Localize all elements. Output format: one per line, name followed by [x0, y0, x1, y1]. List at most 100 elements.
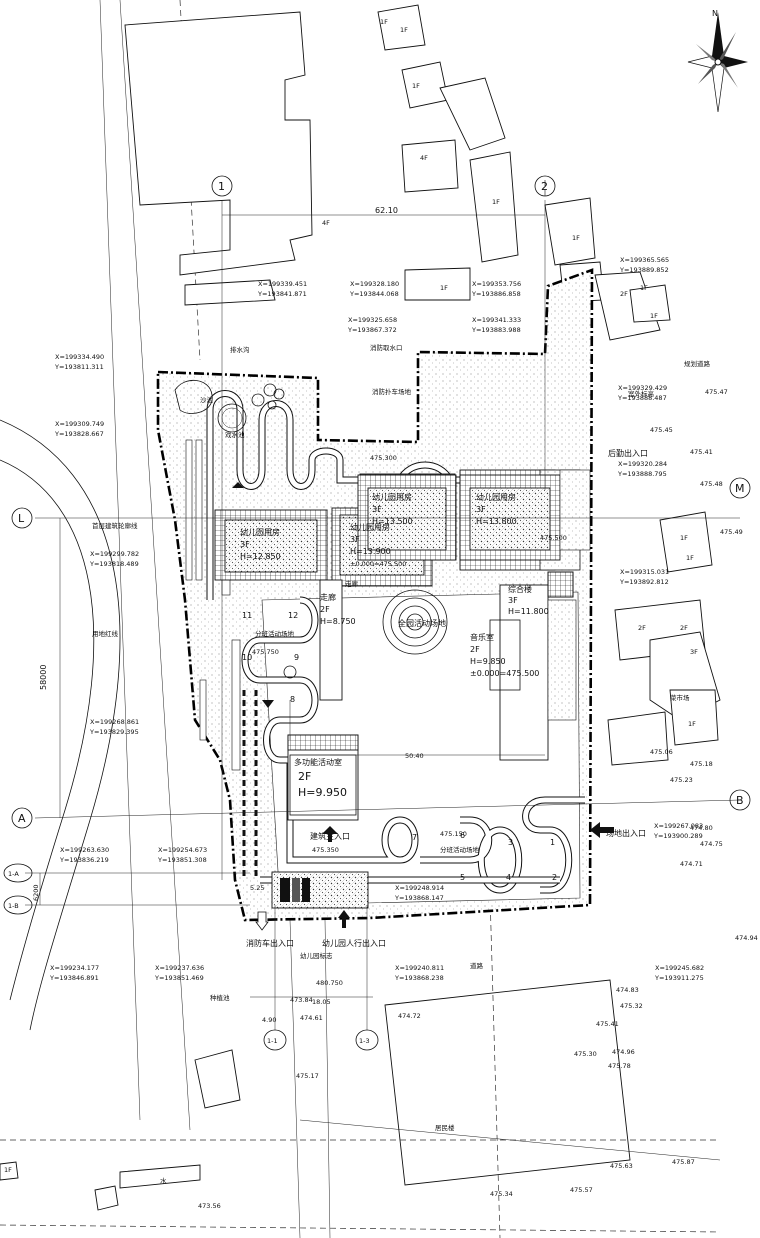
coord-x14: X=199263.630: [60, 846, 109, 854]
elev-22: 474.71: [680, 860, 703, 868]
dim-road-width: 6200: [32, 884, 40, 901]
east-side-strip: [547, 469, 591, 598]
axis-11-bubble: [263, 1029, 287, 1051]
nb-15: 2F: [680, 624, 688, 632]
elev-4: 475.300: [370, 454, 397, 462]
nb-6: 1F: [572, 234, 580, 242]
elev-14: 475.48: [700, 480, 723, 488]
dim-bottom-a: 18.05: [312, 998, 331, 1006]
label-drain: 排水沟: [230, 345, 250, 354]
north-arrow: N: [687, 9, 748, 113]
coord-x2: X=199328.180: [350, 280, 399, 288]
num-10: 10: [242, 653, 252, 662]
coord-y9: Y=193818.489: [89, 560, 139, 568]
coord-x16: X=199267.083: [654, 822, 703, 830]
elev-30: 475.63: [610, 1162, 633, 1170]
elev-12: 475.49: [720, 528, 743, 536]
axis-B-label: B: [736, 794, 744, 807]
coord-y15: Y=193851.308: [157, 856, 207, 864]
coord-x5: X=199325.658: [348, 316, 397, 324]
elev-28: 475.78: [608, 1062, 631, 1070]
nb-5: 1F: [492, 198, 500, 206]
label-building-line: 首层建筑轮廓线: [92, 521, 138, 530]
bldg5-floors: 3F: [372, 505, 382, 514]
label-water-pool: 戏水池: [225, 430, 245, 439]
coord-x12: X=199315.031: [620, 568, 669, 576]
label-central-plaza: 全园活动场地: [398, 618, 446, 628]
nb-11: 1F: [680, 534, 688, 542]
coord-x19: X=199237.636: [155, 964, 204, 972]
coord-y14: Y=193836.219: [59, 856, 109, 864]
elev-9: 474.61: [300, 1014, 323, 1022]
bldg3-floors: 2F: [320, 605, 330, 614]
label-fire-hydrant: 消防取水口: [370, 343, 403, 352]
coord-y18: Y=193846.891: [49, 974, 99, 982]
coord-y6: Y=193883.988: [471, 326, 521, 334]
num-5: 5: [460, 873, 465, 882]
num-2: 2: [552, 873, 557, 882]
axis-A-label: A: [18, 812, 26, 825]
dim-bottom-b: 4.90: [262, 1016, 276, 1024]
dimension-lines: [25, 180, 741, 1030]
nb-10: 1F: [440, 284, 448, 292]
num-4: 4: [506, 873, 511, 882]
elev-7: 473.56: [198, 1202, 221, 1210]
dim-center: 50.40: [405, 752, 424, 760]
coord-x21: X=199245.682: [655, 964, 704, 972]
dim-left-height: 58000: [39, 665, 48, 690]
label-east-road: 规划道路: [684, 359, 711, 368]
label-sign: 幼儿园标志: [300, 951, 333, 960]
elev-10: 475.47: [705, 388, 728, 396]
pond-features: [174, 380, 448, 655]
nb-8: 1F: [640, 284, 648, 292]
coord-y7: Y=193811.311: [54, 363, 104, 371]
elev-31: 475.87: [672, 1158, 695, 1166]
bldg3-name: 走廊: [320, 592, 336, 602]
elev-20: 474.72: [398, 1012, 421, 1020]
coord-y16: Y=193900.289: [653, 832, 703, 840]
elev-6: 480.750: [316, 979, 343, 987]
coord-y10: Y=193888.487: [617, 394, 667, 402]
label-water: 水: [160, 1176, 167, 1185]
coord-y4: Y=193889.852: [619, 266, 669, 274]
elev-19: 474.75: [700, 840, 723, 848]
elev-25: 474.96: [612, 1048, 635, 1056]
nb-4: 4F: [420, 154, 428, 162]
nb-17: 3F: [690, 648, 698, 656]
south-blocks-visible: [357, 474, 561, 561]
coord-x15: X=199254.673: [158, 846, 207, 854]
coord-y1: Y=193841.871: [257, 290, 307, 298]
nb-2: 1F: [400, 26, 408, 34]
label-site-entrance: 场地出入口: [606, 828, 646, 838]
coord-y8: Y=193828.667: [54, 430, 104, 438]
elev-8: 473.84: [290, 996, 313, 1004]
label-kids-entrance: 幼儿园人行出入口: [322, 938, 386, 948]
axis-M-label: M: [735, 482, 745, 495]
axis-1-bubble: [211, 175, 233, 197]
entrance-arrows: [232, 482, 614, 931]
label-school: 菜市场: [670, 693, 690, 702]
num-3: 3: [508, 838, 513, 847]
coord-x4: X=199365.565: [620, 256, 669, 264]
nb-9: 1F: [650, 312, 658, 320]
bldg2-name: 幼儿园用房: [350, 522, 390, 532]
elev-21: 474.94: [735, 934, 758, 942]
axis-2-label: 2: [541, 180, 548, 193]
elev-1: 475.350: [312, 846, 339, 854]
elev-3: 475.500: [540, 534, 567, 542]
axis-1B-label: 1-B: [8, 902, 19, 910]
surrounding-context: [0, 0, 721, 1238]
num-9: 9: [294, 653, 299, 662]
elev-11: 475.41: [690, 448, 713, 456]
label-elevation: 室外标高: [628, 389, 655, 398]
label-sand-pool: 沙池: [200, 395, 214, 404]
elev-18: 474.80: [690, 824, 713, 832]
label-red-line: 用地红线: [92, 629, 119, 638]
axis-2-bubble: [534, 175, 556, 197]
label-tree: 种植池: [210, 993, 230, 1002]
nb-16: 1F: [688, 720, 696, 728]
elev-27: 475.30: [574, 1050, 597, 1058]
dim-entrance: 5.25: [250, 884, 264, 892]
elev-24: 475.41: [596, 1020, 619, 1028]
